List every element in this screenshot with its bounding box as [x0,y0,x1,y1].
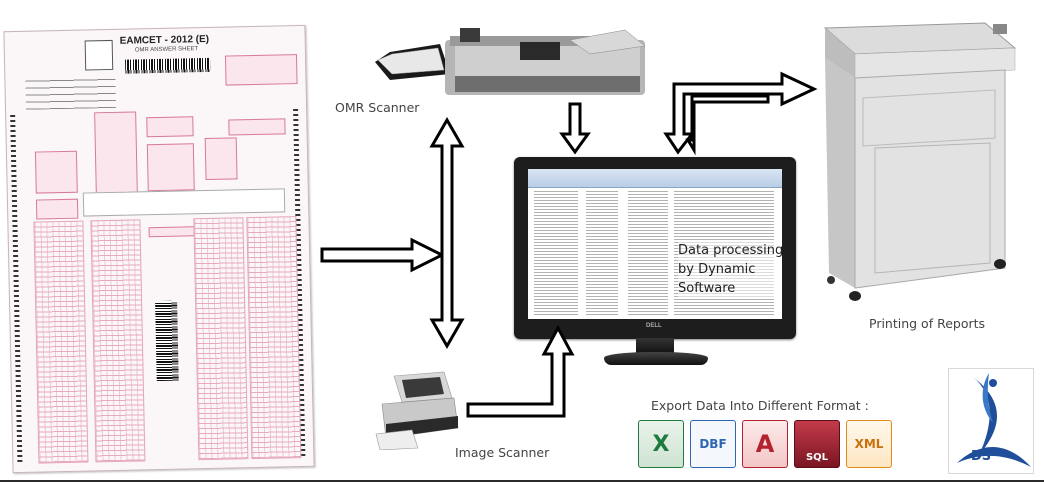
omr-scanner-label: OMR Scanner [335,100,420,115]
data-processing-text: Data processing by Dynamic Software [678,241,782,298]
processing-line-1: Data processing [678,243,782,258]
processing-line-3: Software [678,281,736,296]
processing-line-2: by Dynamic [678,262,756,277]
arrow-image-scanner-to-monitor [466,324,575,418]
arrow-omr-to-monitor [559,102,591,155]
line-printer-image [823,22,1017,301]
ds-logo-graphic [957,373,1031,467]
spreadsheet-toolbar [528,169,782,188]
dbf-icon: DBF [690,420,736,468]
monitor-stand-base [604,352,708,365]
printing-label: Printing of Reports [869,316,986,331]
monitor-brand-logo: DELL [646,323,662,329]
sql-icon: SQL [794,420,840,468]
export-label: Export Data Into Different Format : [651,398,869,413]
image-scanner-label: Image Scanner [455,445,550,460]
xml-icon: XML [846,420,892,468]
monitor-stand-neck [636,338,674,354]
omr-scanner-image [375,28,646,95]
bottom-rule [0,480,1044,482]
monitor-screen: Data processing by Dynamic Software [528,169,782,319]
excel-icon: X [638,420,684,468]
arrow-monitor-to-printer [663,71,818,155]
arrow-scanner-vertical [429,116,465,350]
image-scanner-image [375,371,459,450]
access-icon: A [742,420,788,468]
ds-logo-text: DS [971,449,992,464]
arrow-monitor-to-printer-2 [685,94,770,156]
monitor: Data processing by Dynamic Software DELL [514,157,796,339]
ds-logo: DS [948,368,1034,474]
arrow-sheet-to-scanners [320,237,446,273]
